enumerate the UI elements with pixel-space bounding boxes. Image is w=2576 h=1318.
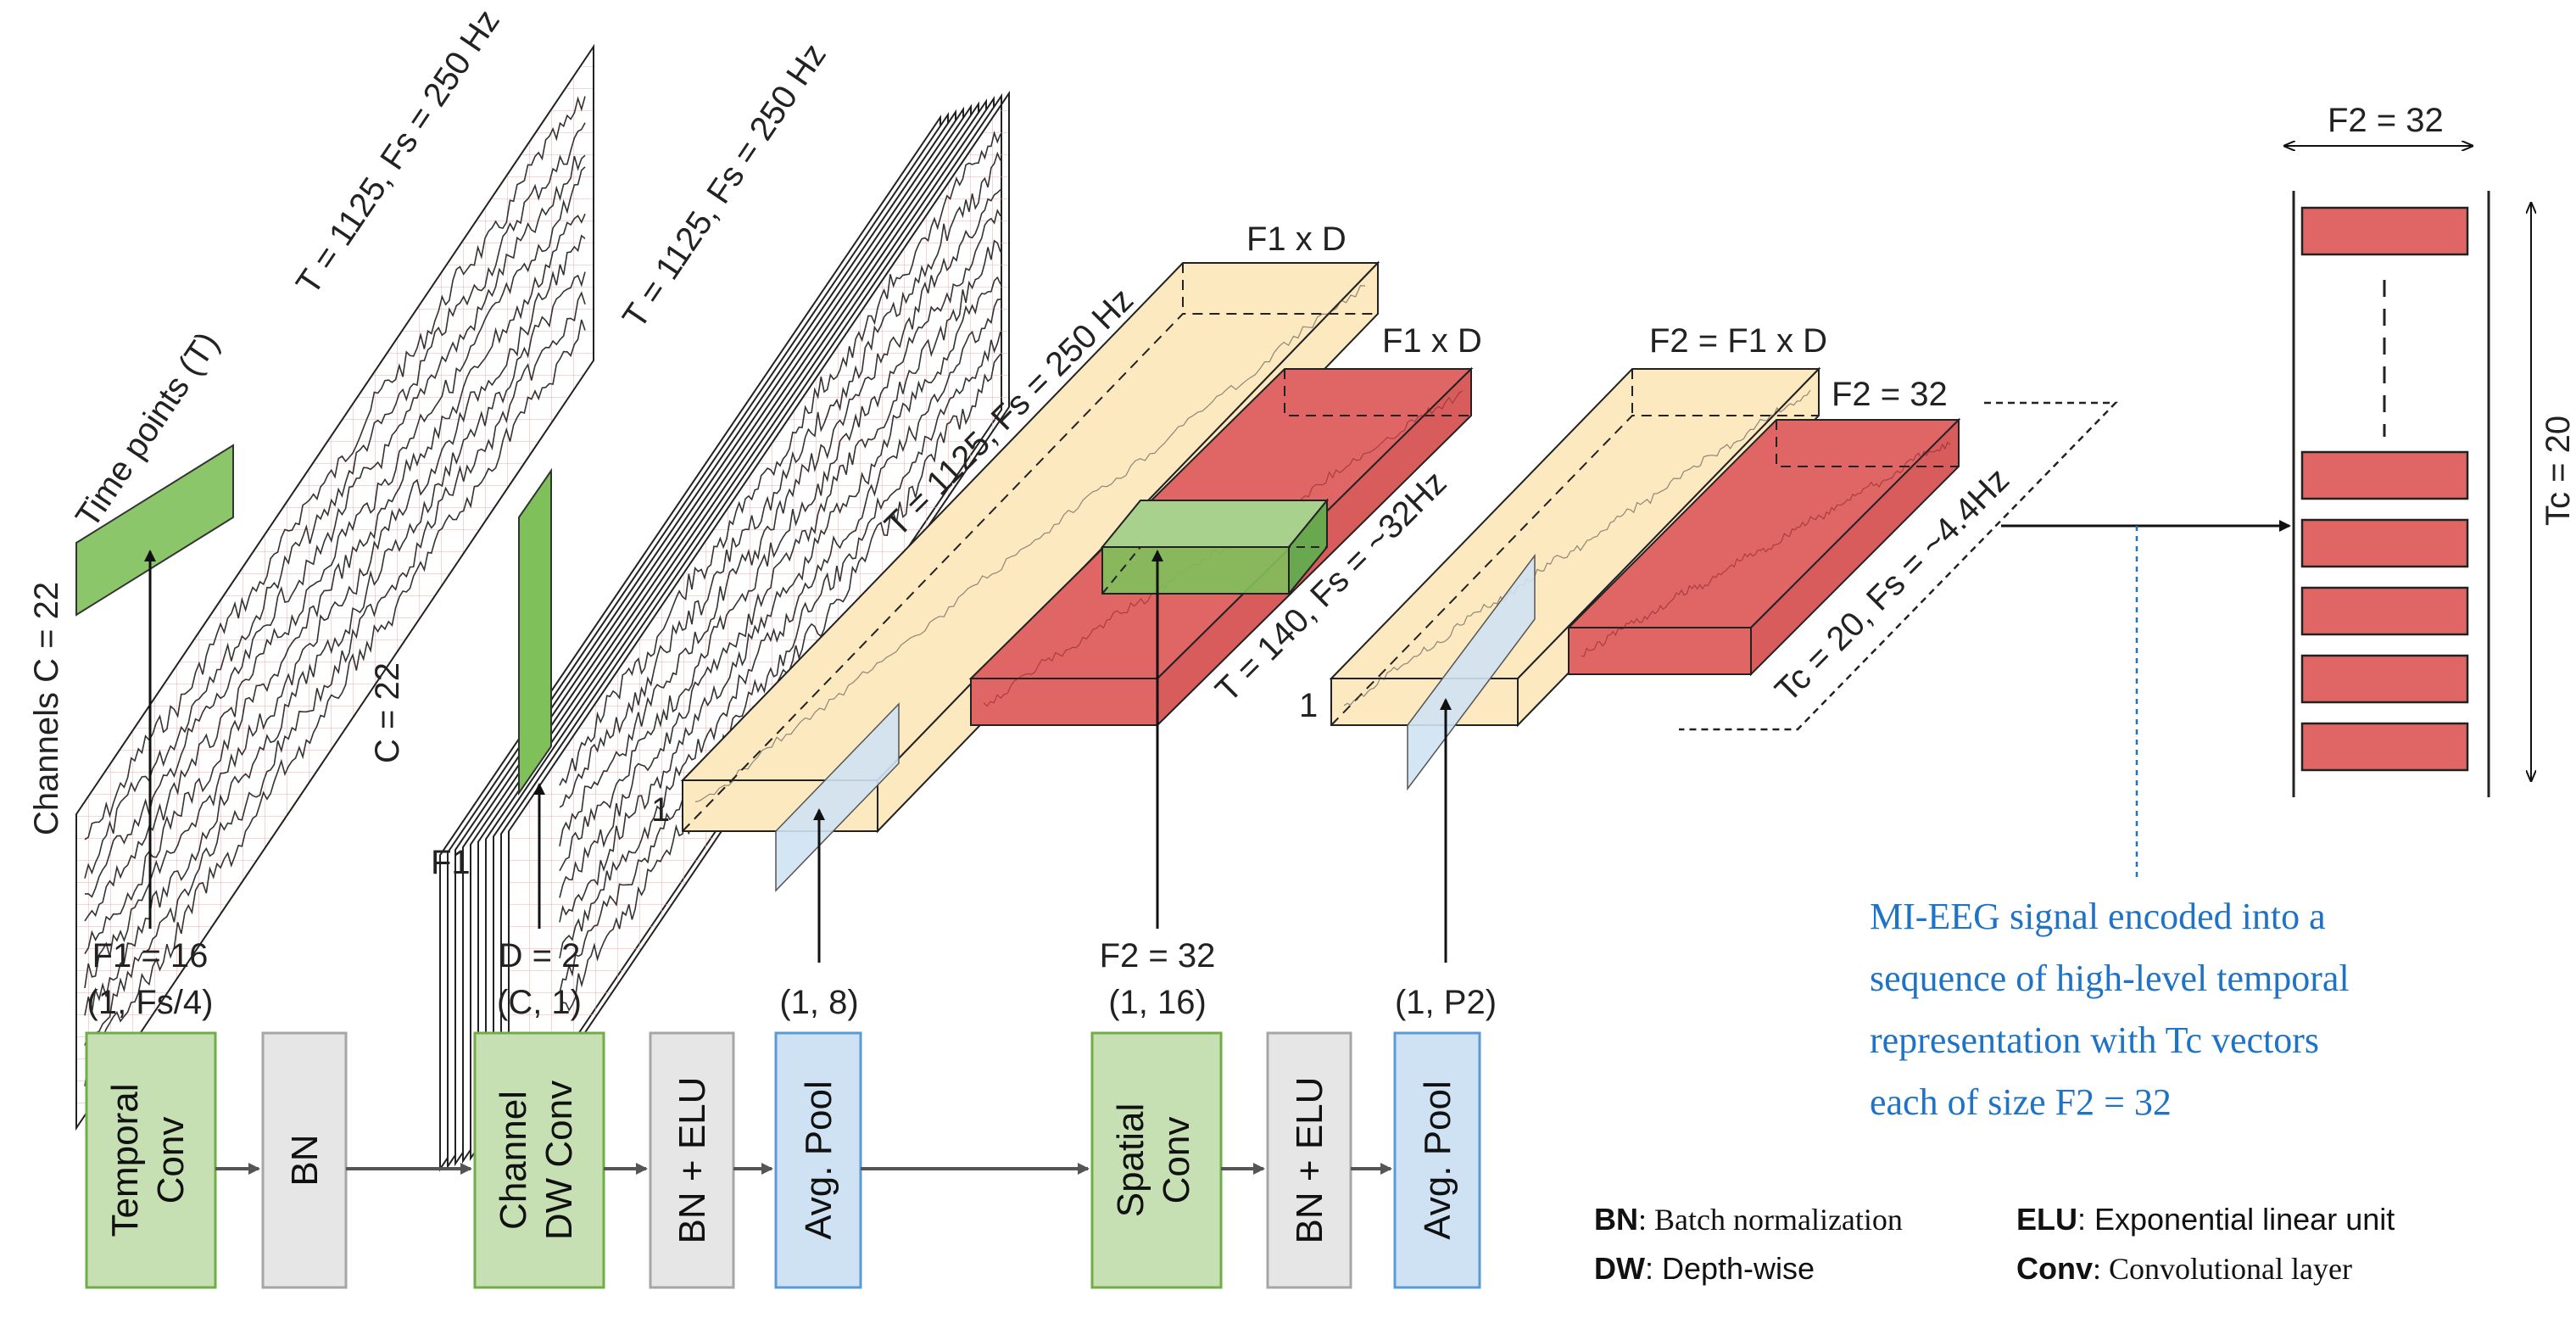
eeg-trace: [559, 331, 1001, 994]
spatial-kernel-top: [1100, 500, 1330, 548]
bn-elu-block: [649, 1031, 735, 1289]
block-label: Avg. Pool: [798, 1081, 839, 1240]
param2-line1: D = 2: [499, 937, 581, 975]
param-labels: F1 = 16 (1, Fs/4) D = 2 (C, 1) (1, 8) F2…: [87, 937, 1497, 1021]
channels-label: Channels C = 22: [28, 582, 65, 835]
eeg-trace: [559, 299, 1001, 959]
param2-line2: (C, 1): [497, 984, 582, 1021]
eeg-trace: [84, 213, 586, 955]
eeg-trace: [84, 291, 586, 1048]
temporal-conv-block: [85, 1031, 217, 1289]
param5-line1: (1, P2): [1395, 984, 1497, 1021]
encoded-line: MI-EEG signal encoded into a: [1870, 896, 2326, 937]
bn-block: [261, 1031, 348, 1289]
depthwise-kernel-slice: [518, 467, 552, 796]
block-label: BN + ELU: [672, 1077, 713, 1244]
block-label: Avg. Pool: [1417, 1081, 1458, 1240]
eeg-trace: [559, 353, 1001, 1014]
param1-line2: (1, Fs/4): [87, 984, 214, 1021]
eeg-trace: [694, 285, 1366, 803]
output-sequence: F2 = 32 Tc = 20: [2285, 102, 2576, 797]
eeg-trace: [84, 234, 586, 989]
encoded-line: representation with Tc vectors: [1870, 1019, 2319, 1061]
channel-dw-conv-block: [473, 1031, 605, 1289]
temporal-kernel-slice: [75, 444, 234, 617]
stack-time-info: T = 1125, Fs = 250 Hz: [616, 37, 834, 335]
bn-elu-block: [1266, 1031, 1352, 1289]
eeg-trace: [84, 122, 586, 879]
volume1-top-label: F1 x D: [1246, 221, 1347, 258]
spatial-kernel-front: [1101, 546, 1290, 595]
legend-elu: ELU: Exponential linear unit: [2016, 1202, 2395, 1237]
eeg-trace: [559, 276, 1001, 923]
sequence-vector: [2300, 518, 2469, 568]
eeg-trace: [84, 166, 586, 922]
legend-conv: Conv: Convolutional layer: [2016, 1251, 2352, 1286]
eeg-trace: [559, 239, 1001, 898]
eeg-trace: [84, 271, 586, 1016]
eeg-traces: [559, 130, 1001, 1014]
sequence-width-label: F2 = 32: [2328, 102, 2444, 139]
sequence-vector: [2300, 654, 2469, 704]
eeg-traces: [694, 285, 1366, 803]
param3-line1: (1, 8): [779, 984, 858, 1021]
legend: BN: Batch normalization ELU: Exponential…: [1594, 1202, 2395, 1286]
spatial-conv-block: [1090, 1031, 1223, 1289]
eeg-trace: [1343, 389, 1811, 706]
encoded-description: MI-EEG signal encoded into a sequence of…: [1870, 896, 2350, 1123]
param4-line1: F2 = 32: [1100, 937, 1216, 975]
pool-window-2: [1407, 553, 1536, 791]
eeg-trace: [559, 189, 1001, 846]
sequence-plane-outline: [1679, 401, 2118, 731]
param1-line1: F1 = 16: [92, 937, 209, 975]
eeg-traces: [84, 96, 586, 1086]
legend-dw: DW: Depth-wise: [1594, 1251, 1815, 1286]
eeg-trace: [84, 319, 586, 1086]
eeg-traces: [1581, 441, 1951, 657]
sequence-vector: [2300, 206, 2469, 256]
volume2-top-label: F2 = F1 x D: [1649, 322, 1827, 360]
block-label: BN: [284, 1134, 326, 1186]
legend-bn: BN: Batch normalization: [1594, 1202, 1903, 1237]
sequence-vector: [2300, 722, 2469, 772]
sequence-vector: [2300, 450, 2469, 500]
param-arrows: [144, 550, 1452, 963]
eeg-trace: [559, 151, 1001, 808]
encoded-line: each of size F2 = 32: [1870, 1081, 2172, 1123]
pool-window-1: [775, 702, 900, 892]
avg-pool-block: [774, 1031, 862, 1289]
pooled2-top-label: F2 = 32: [1832, 376, 1948, 413]
eeg-trace: [559, 209, 1001, 872]
eeg-trace: [1581, 441, 1951, 657]
sequence-vector: [2300, 586, 2469, 636]
eeg-trace: [559, 130, 1001, 786]
stack-c-label: C = 22: [369, 662, 406, 763]
eeg-trace: [84, 154, 586, 898]
sequence-height-label: Tc = 20: [2540, 416, 2576, 526]
encoded-line: sequence of high-level temporal: [1870, 958, 2350, 999]
avg-pool-block: [1393, 1031, 1481, 1289]
volume1-one-label: 1: [651, 791, 670, 829]
volume2-one-label: 1: [1299, 687, 1318, 724]
block-label: BN + ELU: [1289, 1077, 1330, 1244]
eeg-trace: [84, 96, 586, 841]
pooled1-top-label: F1 x D: [1382, 322, 1482, 360]
stack-f1-label: F1: [431, 844, 471, 881]
param4-line2: (1, 16): [1108, 984, 1207, 1021]
eeg-traces: [1343, 389, 1811, 706]
